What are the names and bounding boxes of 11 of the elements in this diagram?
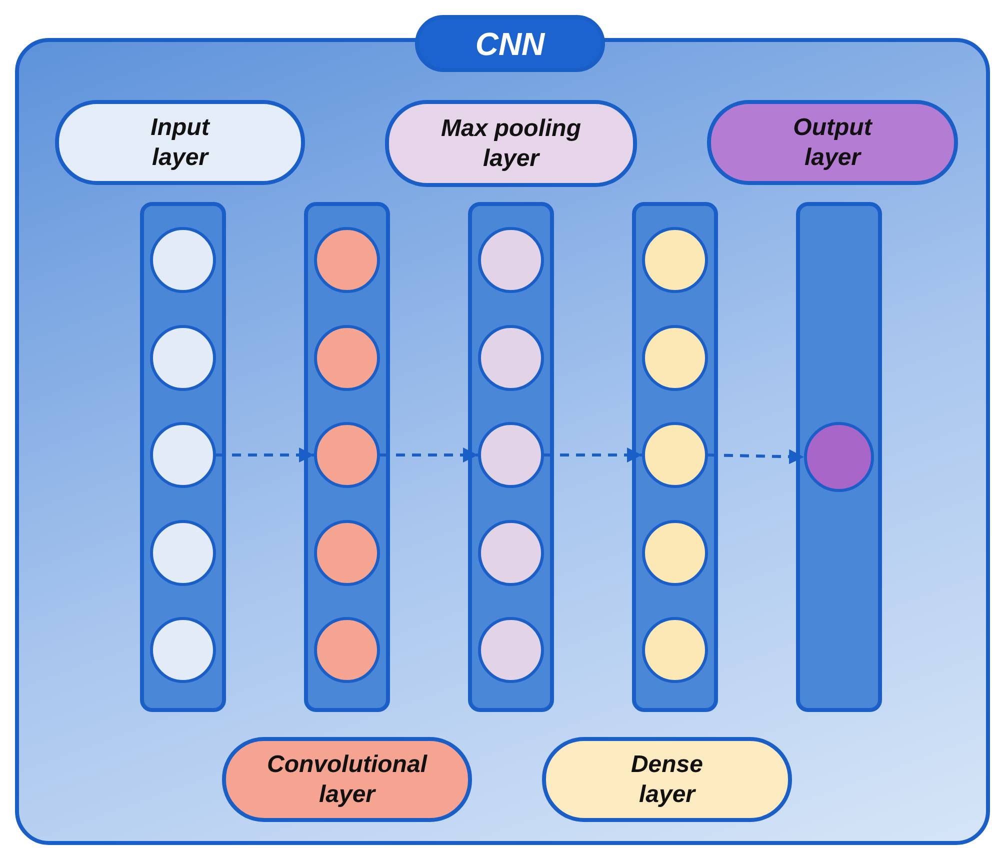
- layer-column: [140, 202, 226, 712]
- layer-name: Output layer: [792, 112, 874, 172]
- layer-name: Max pooling layer: [440, 114, 582, 174]
- layer-column: [304, 202, 390, 712]
- layer-column: [632, 202, 718, 712]
- layer-name: Input layer: [150, 112, 212, 172]
- layer-column: [796, 202, 882, 712]
- panel-title: CNN: [415, 15, 605, 72]
- layer-column: [468, 202, 554, 712]
- layer-name: Dense layer: [630, 750, 704, 810]
- layer-name: Convolutional layer: [266, 750, 428, 810]
